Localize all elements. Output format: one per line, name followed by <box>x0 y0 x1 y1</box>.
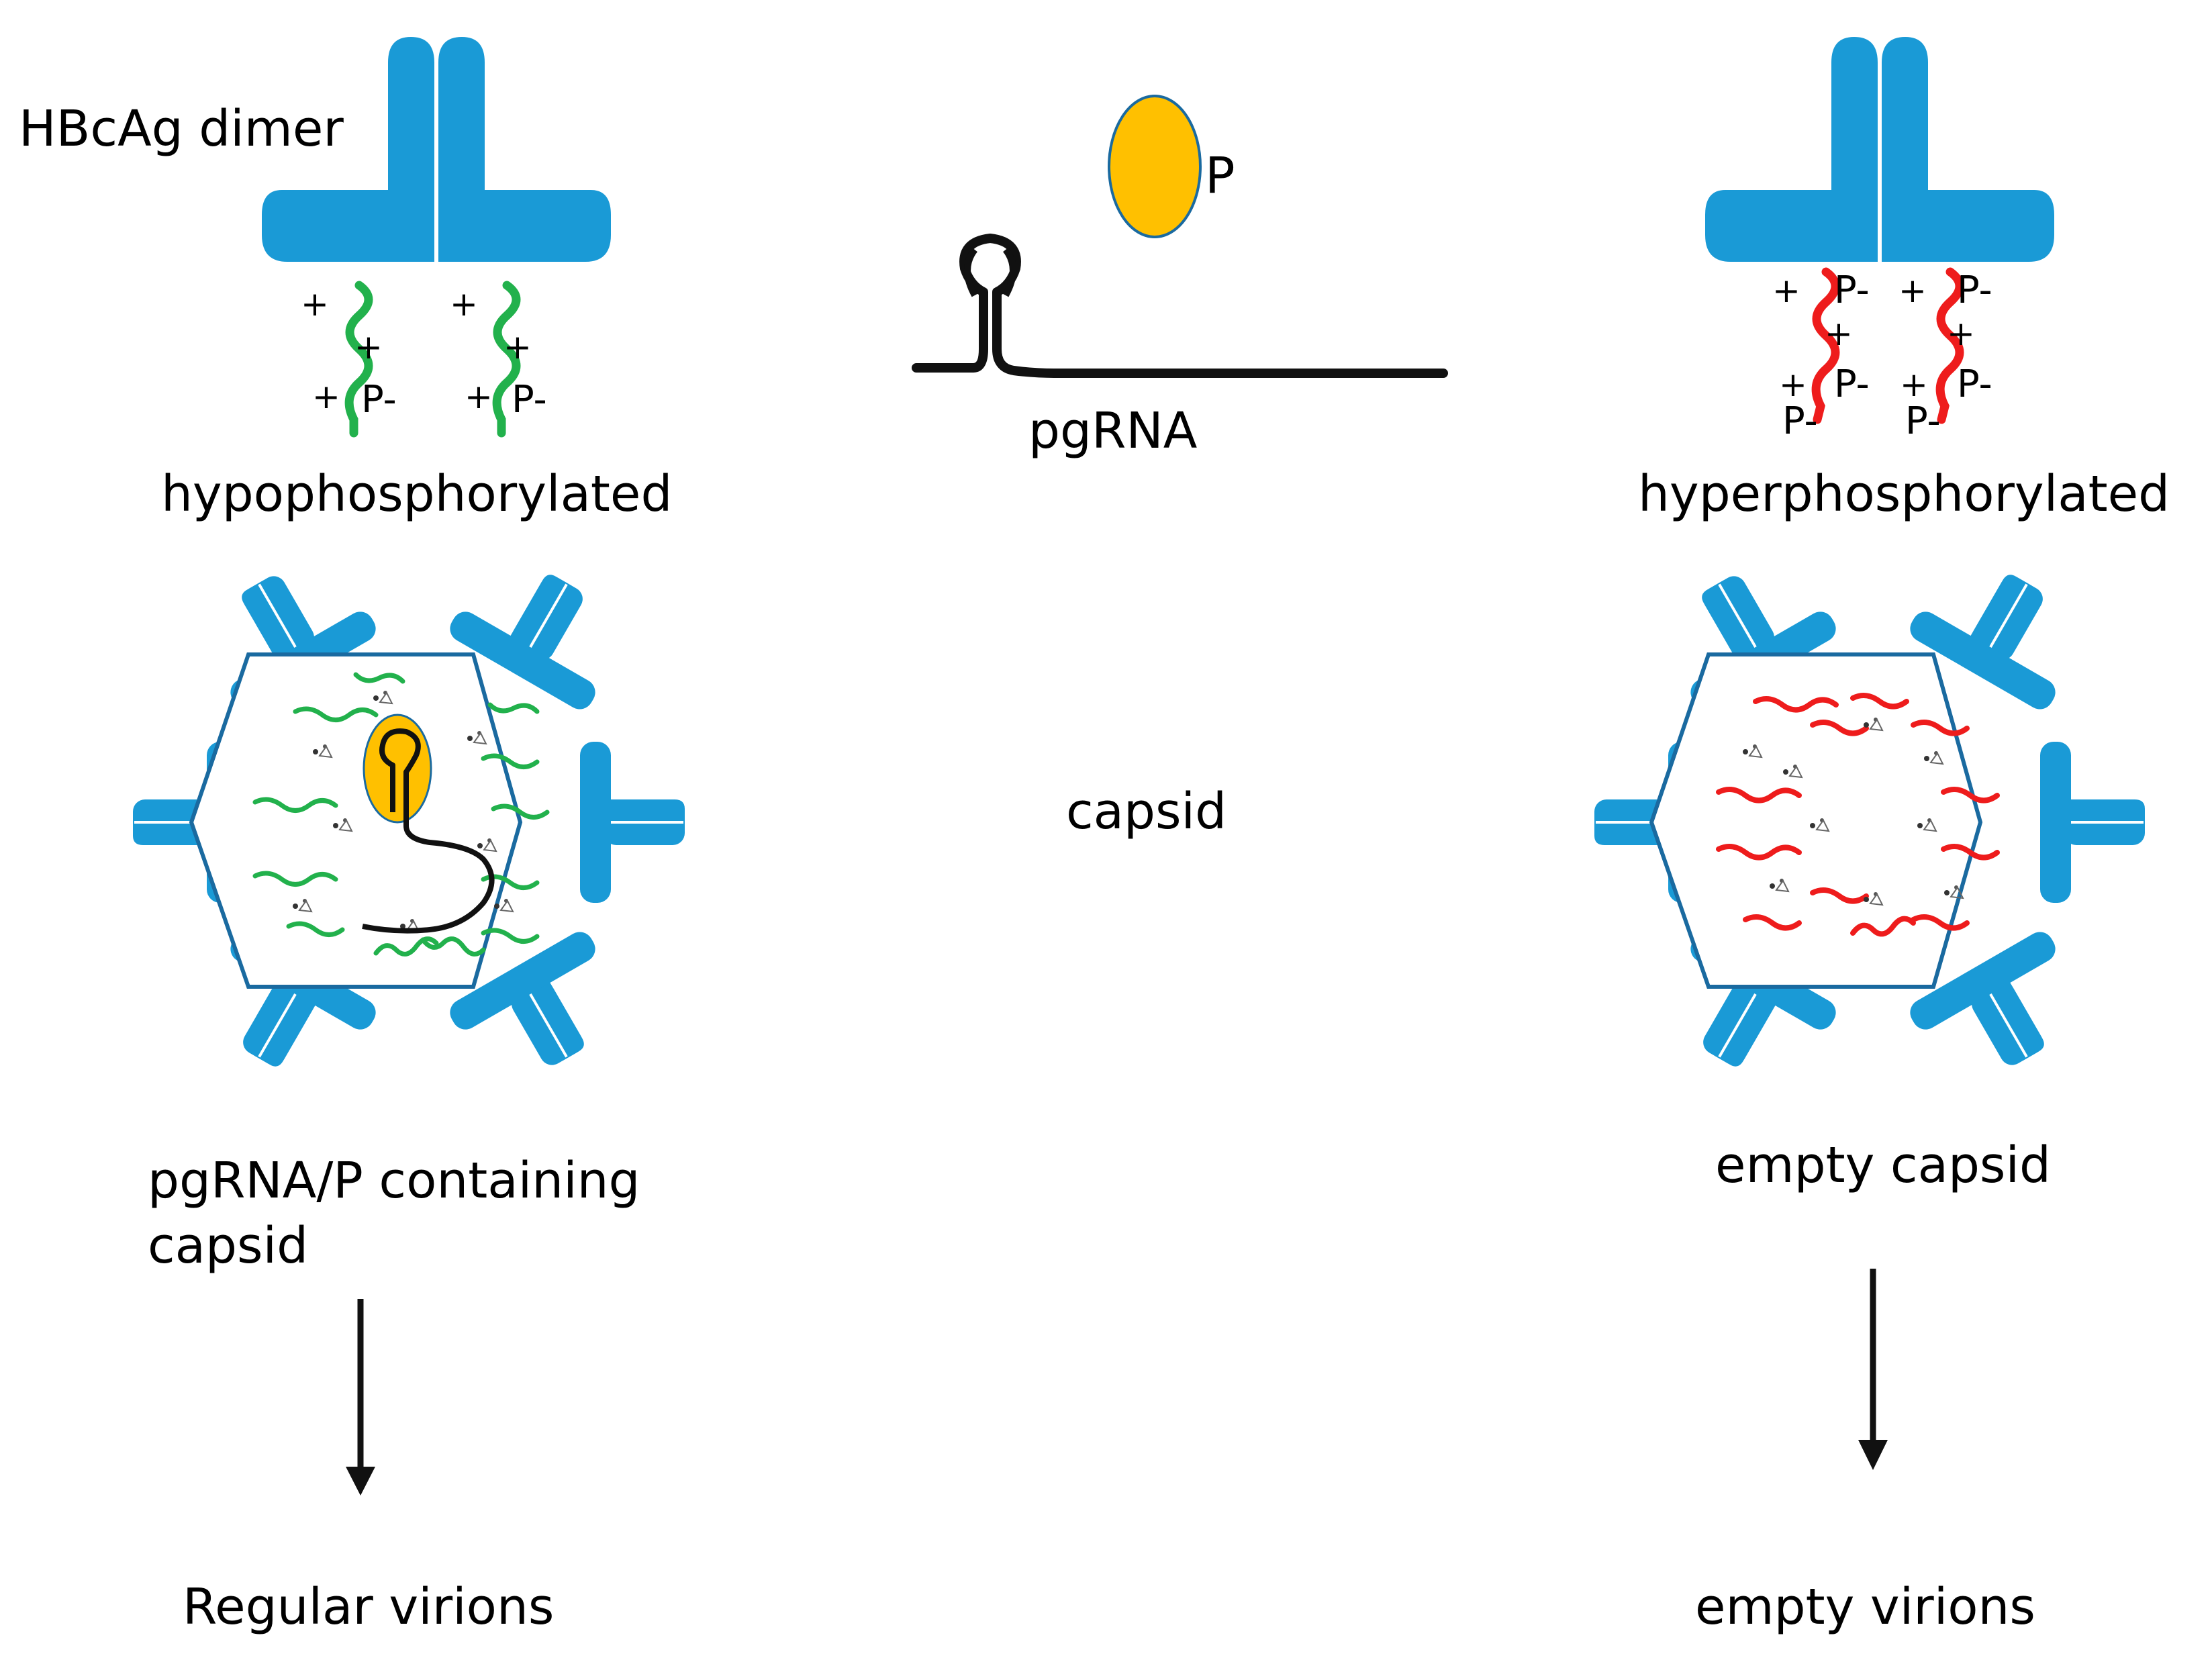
hypo-plus-symbol: + <box>450 285 478 324</box>
hyper-plus-symbol: + <box>1900 365 1928 404</box>
dimer-label: HBcAg dimer <box>19 100 344 158</box>
hypo-phospho-symbol: P- <box>361 378 397 422</box>
hypo-dimer-icon <box>262 37 611 262</box>
hypo-label: hypophosphorylated <box>161 465 673 523</box>
left-capsid-icon <box>132 541 686 1100</box>
hyper-tail-left <box>1811 267 1840 424</box>
hyper-plus-symbol: + <box>1772 271 1800 310</box>
hypo-plus-symbol: + <box>503 328 532 367</box>
hypo-tail-right <box>492 281 521 438</box>
hypo-phospho-symbol: P- <box>512 378 547 422</box>
hypo-tail-left <box>344 281 373 438</box>
hyper-plus-symbol: + <box>1898 271 1927 310</box>
pgrna-label: pgRNA <box>1028 402 1198 460</box>
hyper-dimer-icon <box>1705 37 2054 262</box>
capsid-label: capsid <box>1066 783 1227 840</box>
left-result-label: Regular virions <box>183 1578 555 1636</box>
pgrna-stem-loop-icon <box>912 234 1448 378</box>
right-capsid-label: empty capsid <box>1715 1136 2052 1194</box>
hyper-phospho-symbol: P- <box>1834 362 1870 406</box>
hyper-tail-right <box>1935 267 1964 424</box>
left-capsid-label-line1: pgRNA/P containing <box>148 1152 640 1210</box>
hyper-phospho-symbol: P- <box>1957 362 1992 406</box>
polymerase-icon <box>1108 95 1202 238</box>
hyper-phospho-symbol: P- <box>1834 268 1870 312</box>
hyper-phospho-symbol: P- <box>1957 268 1992 312</box>
hyper-plus-symbol: + <box>1779 365 1807 404</box>
right-capsid-icon <box>1593 541 2146 1100</box>
hyper-phospho-symbol: P- <box>1905 399 1941 443</box>
left-capsid-label-line2: capsid <box>148 1217 309 1275</box>
hyper-plus-symbol: + <box>1825 314 1853 353</box>
left-arrow-down-icon <box>346 1299 375 1496</box>
hyper-plus-symbol: + <box>1947 314 1975 353</box>
polymerase-label: P <box>1205 147 1235 205</box>
right-result-label: empty virions <box>1695 1578 2035 1636</box>
hyper-phospho-symbol: P- <box>1782 399 1818 443</box>
hypo-plus-symbol: + <box>465 377 493 416</box>
hypo-plus-symbol: + <box>301 285 329 324</box>
right-arrow-down-icon <box>1858 1269 1888 1470</box>
hypo-plus-symbol: + <box>312 377 340 416</box>
hypo-plus-symbol: + <box>354 328 383 367</box>
hyper-label: hyperphosphorylated <box>1638 465 2170 523</box>
